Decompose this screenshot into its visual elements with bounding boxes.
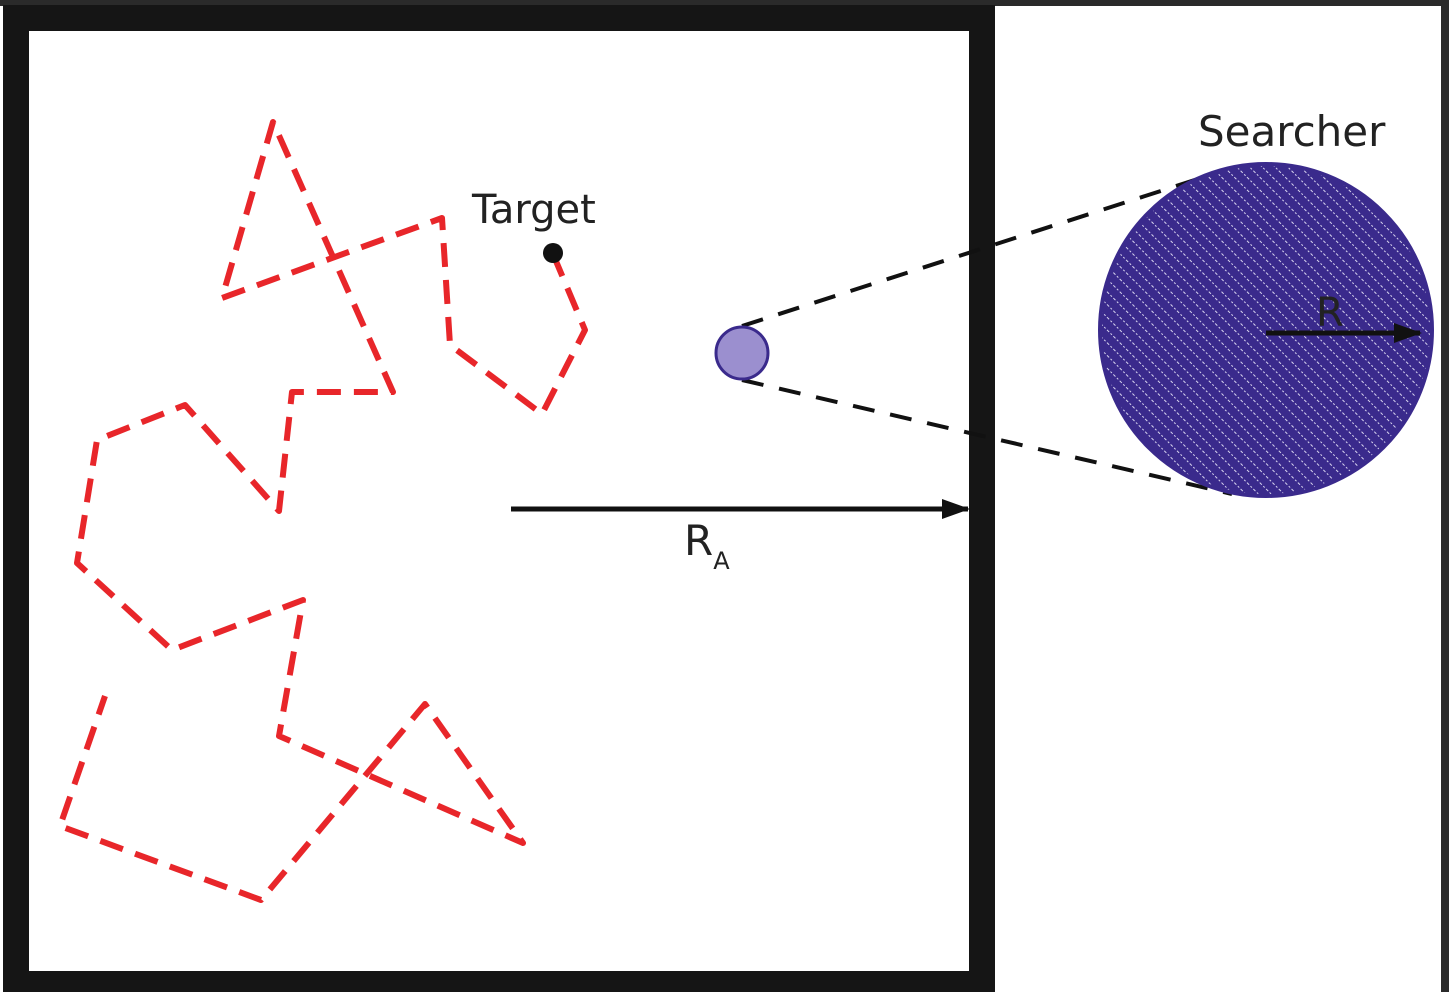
zoom-line-bottom [741, 378, 1233, 496]
zoom-line-top [741, 166, 1233, 328]
ra-label: RA [684, 516, 730, 575]
ra-label-main: R [684, 516, 713, 565]
searcher-small [714, 325, 770, 381]
searcher-large [1098, 162, 1434, 498]
arena-box [3, 5, 995, 992]
r-label: R [1316, 290, 1344, 336]
random-walk-path [57, 119, 588, 903]
target-dot [543, 243, 563, 263]
target-label: Target [471, 187, 596, 233]
searcher-label: Searcher [1198, 107, 1386, 156]
ra-label-sub: A [713, 547, 730, 575]
